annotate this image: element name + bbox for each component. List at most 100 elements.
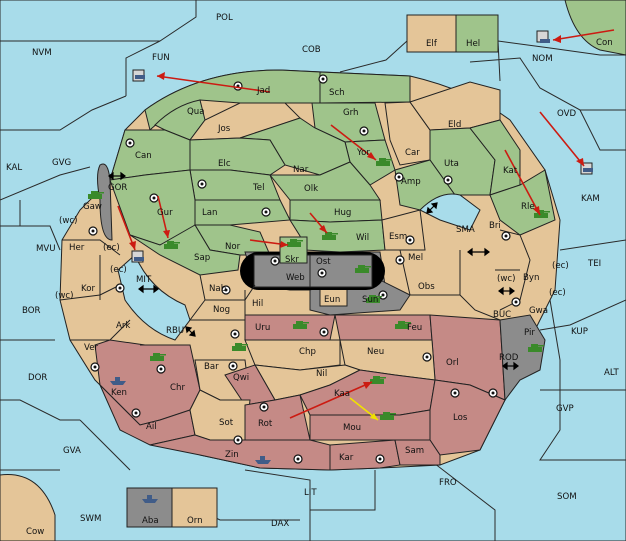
sea-label-swm: SWM — [80, 514, 101, 524]
strait-markers — [108, 171, 519, 371]
aba-region[interactable] — [126, 487, 173, 528]
sea-label-gva: GVA — [63, 446, 81, 456]
land-label-chr: Chr — [170, 383, 185, 393]
land-label-gur: Gur — [157, 208, 173, 218]
sea-label-alt: ALT — [604, 368, 619, 378]
land-label-ver: Ver — [84, 343, 98, 353]
sea-label-pol: POL — [216, 13, 233, 23]
land-label-sch: Sch — [329, 88, 345, 98]
land-label-nab: Nab — [209, 284, 226, 294]
sea-label-kup: KUP — [571, 327, 588, 337]
land-label-sun: Sun — [362, 295, 378, 305]
orn-region[interactable] — [171, 487, 218, 528]
sea-label-gvp: GVP — [556, 404, 574, 414]
sea-label-nom: NOM — [532, 54, 553, 64]
land-label-los: Los — [453, 413, 468, 423]
sea-label-tei: TEI — [587, 259, 601, 269]
land-label-kat: Kat — [503, 166, 518, 176]
land-label-cow: Cow — [26, 527, 44, 537]
sea-label-kam: KAM — [581, 194, 600, 204]
elc-region[interactable] — [189, 137, 286, 176]
coast-label-byn-ec: (ec) — [552, 261, 569, 271]
land-label-ost: Ost — [316, 257, 331, 267]
land-label-feu: Feu — [407, 323, 422, 333]
sea-label-rod: ROD — [499, 353, 519, 363]
land-label-tel: Tel — [252, 183, 264, 193]
land-label-jad: Jad — [256, 86, 270, 96]
land-label-obs: Obs — [418, 282, 435, 292]
sea-labels: POL COB NVM FUN NOM OVD KAL GVG GOR KAM … — [6, 13, 619, 529]
land-label-elc: Elc — [218, 159, 231, 169]
sea-label-nvm: NVM — [32, 48, 52, 58]
hel-region[interactable] — [455, 14, 499, 53]
land-label-uta: Uta — [444, 159, 459, 169]
supply-centers — [88, 74, 521, 464]
land-label-kaa: Kaa — [334, 389, 350, 399]
sea-label-bor: BOR — [22, 306, 41, 316]
land-label-amp: Amp — [401, 177, 421, 187]
gaw-region[interactable] — [97, 163, 113, 241]
los-region[interactable] — [429, 379, 506, 456]
coast-labels: (wc) (ec) (ec) (wc) (ec) (wc) (ec) — [55, 216, 569, 301]
land-label-web: Web — [286, 273, 305, 283]
land-label-elf: Elf — [426, 39, 438, 49]
land-label-kar: Kar — [339, 453, 354, 463]
sap-region[interactable] — [129, 224, 241, 276]
land-label-can: Can — [135, 151, 152, 161]
land-label-zin: Zin — [225, 450, 239, 460]
land-label-bri: Bri — [489, 221, 501, 231]
zin-region[interactable] — [149, 434, 331, 471]
land-label-nil: Nil — [316, 369, 327, 379]
coast-label-kor-ec: (ec) — [110, 265, 127, 275]
sea-label-sma: SMA — [456, 225, 475, 235]
land-label-esm: Esm — [389, 232, 407, 242]
land-label-chp: Chp — [299, 347, 316, 357]
land-label-ark: Ark — [116, 321, 130, 331]
land-label-rle: Rle — [521, 202, 535, 212]
sea-label-mit: MIT — [136, 275, 152, 285]
land-label-uru: Uru — [255, 323, 270, 333]
land-label-mou: Mou — [343, 423, 361, 433]
land-label-eld: Eld — [448, 120, 461, 130]
sea-label-fun: FUN — [152, 53, 170, 63]
land-label-lan: Lan — [202, 208, 218, 218]
land-label-orn: Orn — [187, 516, 203, 526]
land-labels: Elf Hel Con Jad Sch Qua Grh Jos Eld Can … — [26, 38, 613, 537]
land-label-nog: Nog — [213, 305, 230, 315]
land-label-hug: Hug — [334, 208, 351, 218]
sea-label-mvu: MVU — [36, 244, 56, 254]
land-label-qua: Qua — [187, 107, 204, 117]
coast-label-byn-wc: (wc) — [497, 274, 515, 284]
land-label-qwi: Qwi — [233, 373, 249, 383]
land-label-sap: Sap — [194, 253, 210, 263]
land-label-her: Her — [69, 243, 85, 253]
cow-region[interactable] — [0, 474, 56, 541]
land-label-car: Car — [405, 148, 420, 158]
sea-label-gor: GOR — [108, 183, 127, 193]
sam-region[interactable] — [394, 439, 441, 466]
land-label-con: Con — [596, 38, 613, 48]
coast-label-kor-wc: (wc) — [55, 291, 73, 301]
sea-label-ovd: OVD — [557, 109, 576, 119]
mit-rbu-channel — [117, 254, 191, 341]
sea-label-fro: FRO — [439, 478, 457, 488]
land-label-neu: Neu — [367, 347, 384, 357]
coast-label-gwa-ec: (ec) — [549, 288, 566, 298]
land-label-olk: Olk — [304, 184, 318, 194]
sea-label-cob: COB — [302, 45, 321, 55]
rle-region[interactable] — [489, 169, 556, 236]
sea-label-som: SOM — [557, 492, 577, 502]
land-label-hil: Hil — [252, 299, 263, 309]
coast-label-gaw-wc: (wc) — [59, 216, 77, 226]
con-region[interactable] — [564, 0, 626, 56]
land-label-ail: Ail — [146, 422, 157, 432]
sea-label-gvg: GVG — [52, 158, 71, 168]
land-label-rot: Rot — [258, 419, 273, 429]
sea-label-dor: DOR — [28, 373, 47, 383]
sea-label-dax: DAX — [271, 519, 289, 529]
land-label-grh: Grh — [343, 108, 359, 118]
land-label-nor: Nor — [225, 242, 241, 252]
land-label-skr: Skr — [285, 255, 299, 265]
